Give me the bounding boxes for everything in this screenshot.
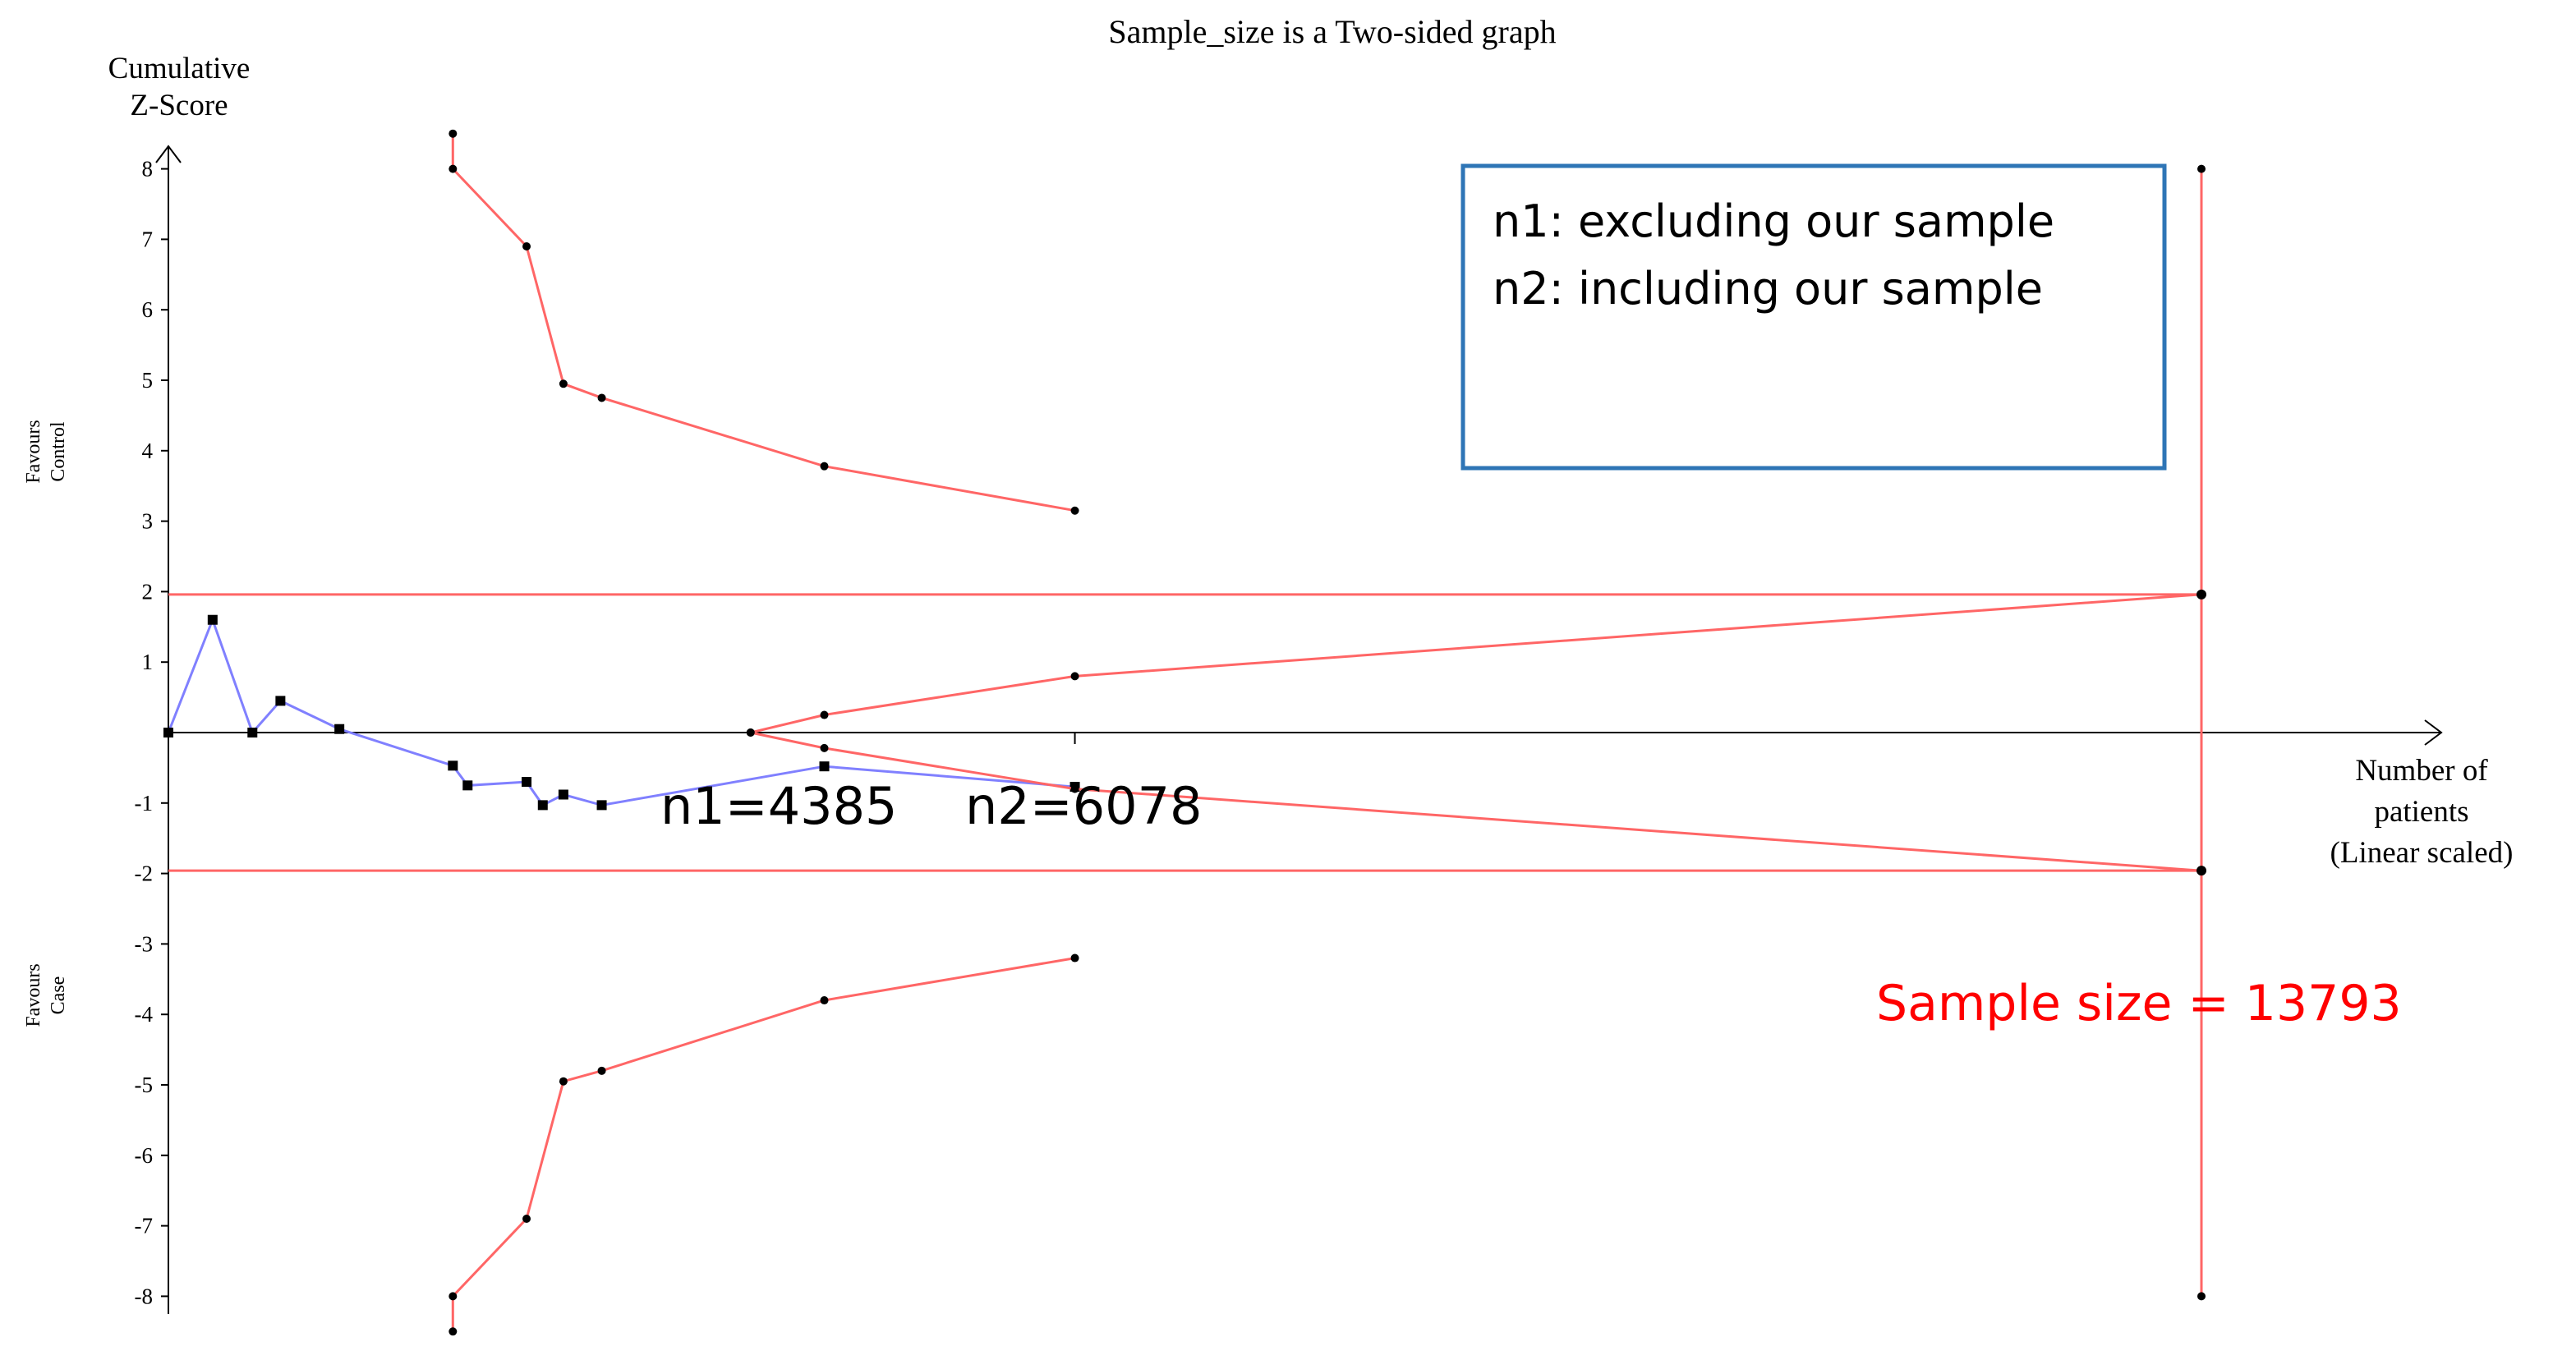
y-tick-label: 4 xyxy=(142,439,154,463)
data-point-upper-monitoring-boundary xyxy=(1070,506,1079,515)
data-point-upper-monitoring-boundary xyxy=(597,393,606,402)
x-axis-title-line3: (Linear scaled) xyxy=(2330,836,2514,870)
series-line-lower-futility-boundary xyxy=(750,731,2202,872)
legend-box xyxy=(1460,163,2167,471)
data-point-cumulative-z xyxy=(537,800,548,811)
data-point-lower-monitoring-boundary xyxy=(448,1327,458,1336)
legend-line-n2: n2: including our sample xyxy=(1493,263,2043,315)
data-point-lower-futility-boundary xyxy=(746,728,755,737)
favours-case-label: Favours Case xyxy=(23,963,69,1027)
y-axis-arrow xyxy=(155,145,182,163)
y-tick-label: 6 xyxy=(142,297,154,322)
favours-control-label: Favours Control xyxy=(23,420,69,483)
data-point-upper-monitoring-boundary xyxy=(448,129,458,138)
data-point-cumulative-z xyxy=(163,728,173,737)
y-tick-label: 5 xyxy=(142,368,154,393)
favours-case-line1: Favours xyxy=(23,963,44,1027)
y-tick-label: -2 xyxy=(135,861,154,886)
data-point-cumulative-z xyxy=(247,728,258,737)
data-point-lower-monitoring-boundary xyxy=(559,1077,568,1086)
x-axis-title-line1: Number of xyxy=(2355,754,2488,788)
sample-size-label: Sample size = 13793 xyxy=(1876,975,2402,1032)
data-point-cumulative-z xyxy=(522,777,532,788)
series-line-upper-futility-boundary xyxy=(750,593,2202,734)
data-point-cumulative-z xyxy=(448,760,458,771)
data-point-cumulative-z xyxy=(462,780,473,791)
data-point-upper-monitoring-boundary xyxy=(448,164,458,173)
y-tick-label: -5 xyxy=(135,1073,154,1097)
y-tick-label: -6 xyxy=(135,1143,154,1168)
data-point-cumulative-z xyxy=(819,761,830,772)
data-point-cumulative-z xyxy=(558,789,568,800)
y-tick-label: -7 xyxy=(135,1214,154,1238)
y-axis-title-line2: Z-Score xyxy=(130,89,228,122)
data-point-cumulative-z xyxy=(596,800,607,811)
y-tick-label: 7 xyxy=(142,227,154,251)
y-tick-label: 3 xyxy=(142,509,154,534)
series-line-lower-monitoring-boundary xyxy=(451,957,1075,1332)
data-point-upper-futility-boundary xyxy=(820,710,829,719)
data-point-lower-monitoring-boundary xyxy=(1070,953,1079,963)
x-axis-arrow xyxy=(2424,719,2443,746)
y-tick-label: 8 xyxy=(142,157,154,181)
favours-case-line2: Case xyxy=(48,976,69,1015)
favours-control-line2: Control xyxy=(48,421,69,482)
y-axis-title-line1: Cumulative xyxy=(108,52,251,85)
n2-label: n2=6078 xyxy=(965,776,1202,836)
data-point-lower-monitoring-boundary xyxy=(597,1066,606,1075)
chart-title: Sample_size is a Two-sided graph xyxy=(1108,13,1556,50)
series-line-upper-monitoring-boundary xyxy=(451,133,1075,512)
series-layer xyxy=(163,129,2206,1336)
x-axis-title-line2: patients xyxy=(2374,795,2468,829)
data-point-upper-monitoring-boundary xyxy=(522,241,531,250)
n1-label: n1=4385 xyxy=(660,776,897,836)
y-tick-label: -1 xyxy=(135,791,154,816)
series-line-cumulative-z xyxy=(167,616,1075,807)
conventional-boundary-point xyxy=(2196,866,2206,876)
conventional-boundary-point xyxy=(2196,589,2206,600)
data-point-cumulative-z xyxy=(207,614,218,625)
y-ticks: 8 7 6 5 4 3 2 1 -1 -2 -3 -4 -5 -6 -7 -8 xyxy=(135,157,1076,1308)
favours-control-line1: Favours xyxy=(23,420,44,483)
data-point-lower-monitoring-boundary xyxy=(522,1215,531,1224)
y-tick-label: -8 xyxy=(135,1284,154,1308)
y-tick-label: -4 xyxy=(135,1002,154,1027)
data-point-upper-monitoring-boundary xyxy=(820,462,829,471)
data-point-upper-futility-boundary xyxy=(1070,672,1079,681)
required-sample-bottom-point xyxy=(2197,1292,2206,1301)
data-point-cumulative-z xyxy=(275,696,286,706)
data-point-lower-futility-boundary xyxy=(1070,784,1079,793)
data-point-lower-futility-boundary xyxy=(820,743,829,752)
data-point-upper-monitoring-boundary xyxy=(559,379,568,388)
data-point-lower-monitoring-boundary xyxy=(820,996,829,1005)
data-point-cumulative-z xyxy=(334,724,345,734)
legend-line-n1: n1: excluding our sample xyxy=(1493,195,2054,247)
y-tick-label: -3 xyxy=(135,931,154,956)
required-sample-top-point xyxy=(2197,164,2206,173)
data-point-lower-monitoring-boundary xyxy=(448,1292,458,1301)
y-tick-label: 1 xyxy=(142,650,154,674)
y-tick-label: 2 xyxy=(142,579,154,604)
